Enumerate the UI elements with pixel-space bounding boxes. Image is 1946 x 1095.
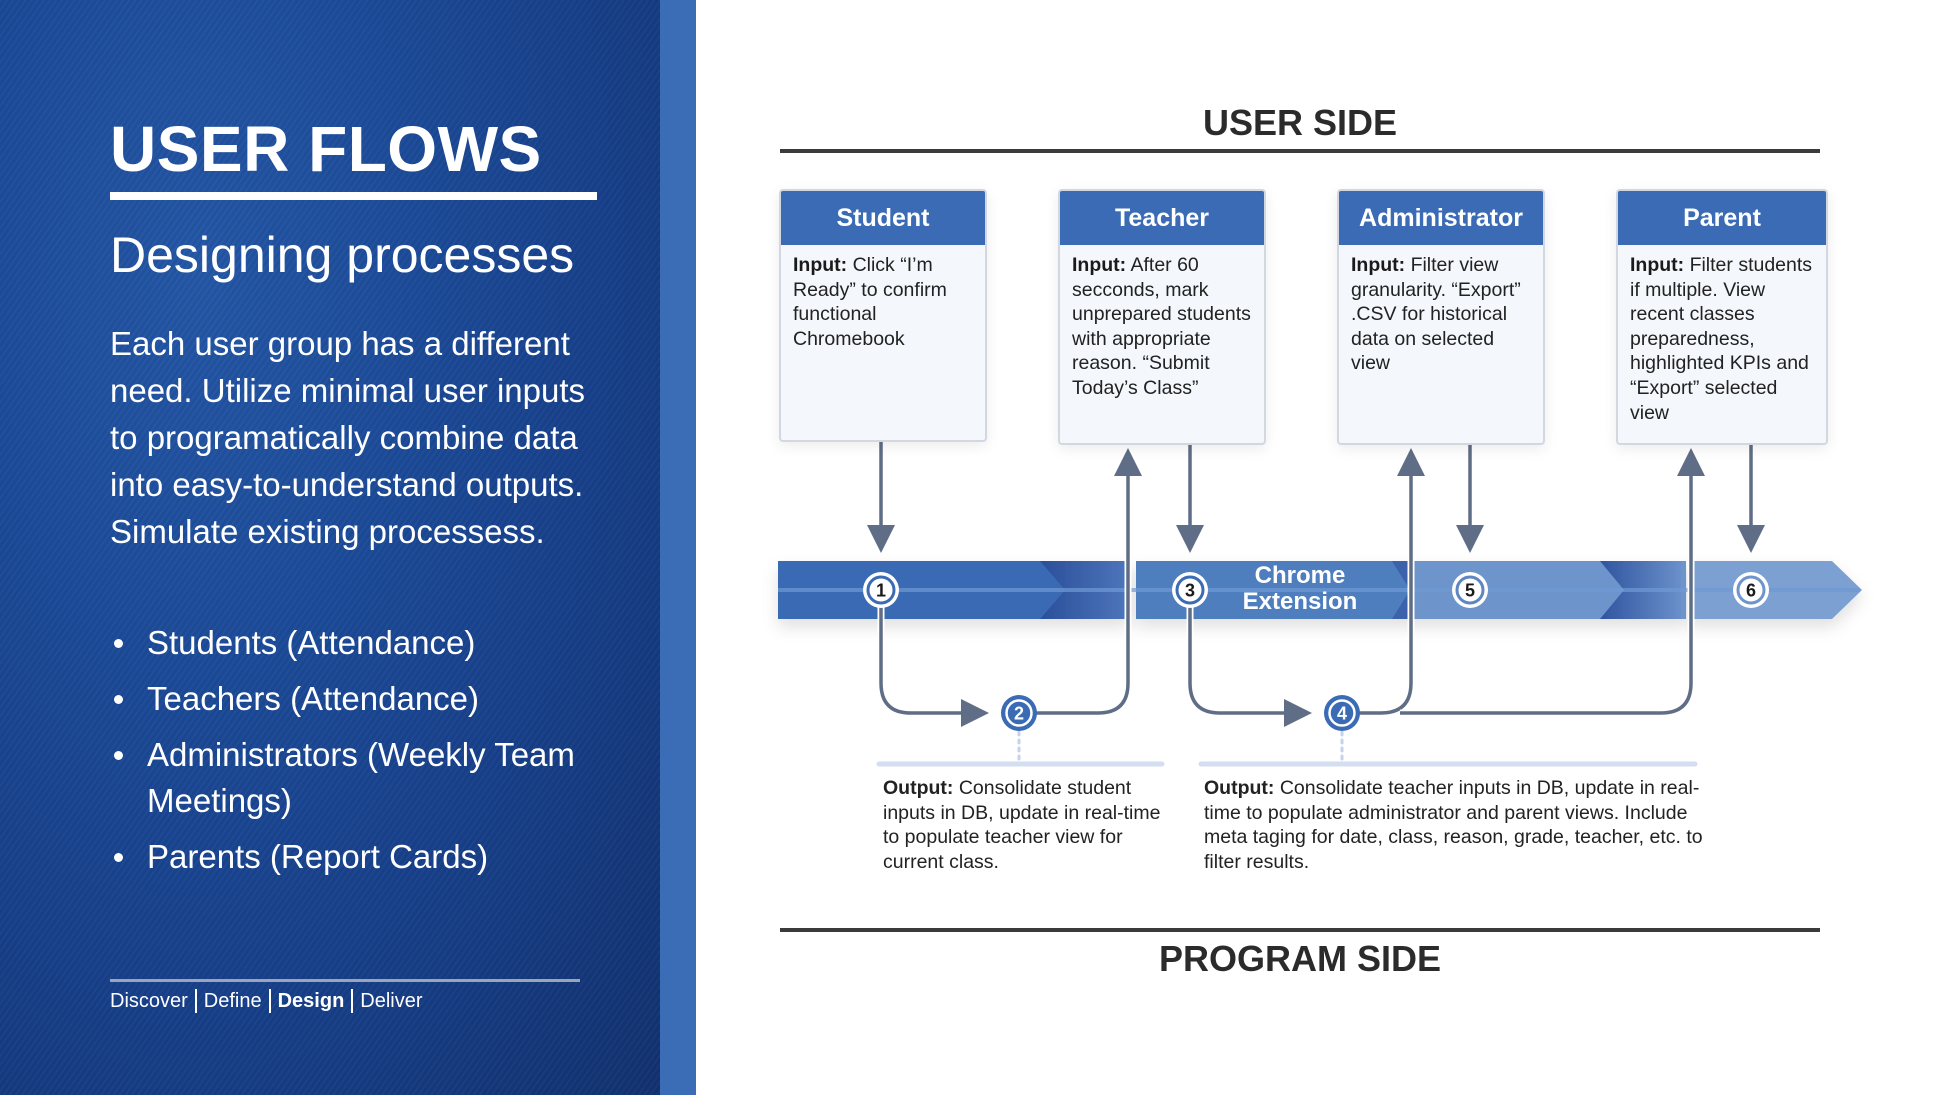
card-body: Input: Filter view granularity. “Export”… bbox=[1339, 245, 1543, 386]
card-input-text: Filter view granularity. “Export” .CSV f… bbox=[1351, 254, 1521, 375]
step-1-marker: 1 bbox=[863, 572, 899, 608]
list-item-label: Teachers (Attendance) bbox=[147, 680, 480, 717]
connector-4-to-parent-line bbox=[1400, 448, 1705, 715]
step-3-label: 3 bbox=[1185, 581, 1195, 601]
output-text: Consolidate student inputs in DB, update… bbox=[883, 777, 1161, 873]
accent-stripe bbox=[660, 0, 696, 1095]
card-title: Parent bbox=[1618, 191, 1826, 245]
breadcrumb-separator bbox=[194, 989, 197, 1013]
card-title: Administrator bbox=[1339, 191, 1543, 245]
page-subtitle: Designing processes bbox=[110, 227, 575, 283]
step-5-marker: 5 bbox=[1452, 572, 1488, 608]
bullet-icon bbox=[114, 639, 123, 648]
step-1-label: 1 bbox=[876, 581, 886, 601]
card-body: Input: Click “I’m Ready” to confirm func… bbox=[781, 245, 985, 361]
band-label-line-2: Extension bbox=[1242, 588, 1358, 615]
output-prefix: Output: bbox=[1204, 777, 1275, 799]
list-item: Teachers (Attendance) bbox=[110, 676, 630, 722]
step-3-marker: 3 bbox=[1172, 572, 1208, 608]
card-body: Input: Filter students if multiple. View… bbox=[1618, 245, 1826, 435]
step-6-label: 6 bbox=[1746, 581, 1756, 601]
footer-divider bbox=[110, 979, 580, 982]
connector-4-to-admin-line bbox=[1359, 448, 1425, 715]
card-parent: Parent Input: Filter students if multipl… bbox=[1616, 189, 1828, 445]
step-6-marker: 6 bbox=[1733, 572, 1769, 608]
connector-3-to-4 bbox=[1186, 604, 1305, 717]
user-side-heading: USER SIDE bbox=[1202, 102, 1398, 143]
process-breadcrumb: Discover Define Design Deliver bbox=[110, 989, 423, 1013]
step-2-marker: 2 bbox=[1001, 695, 1037, 731]
step-2-label: 2 bbox=[1014, 704, 1024, 724]
left-panel bbox=[0, 0, 660, 1095]
output-step-2: Output: Consolidate student inputs in DB… bbox=[883, 776, 1168, 874]
description: Each user group has a different need. Ut… bbox=[110, 325, 586, 550]
input-prefix: Input: bbox=[793, 254, 848, 276]
card-body: Input: After 60 secconds, mark unprepare… bbox=[1060, 245, 1264, 411]
connector-3-to-4-line bbox=[1188, 604, 1312, 727]
breadcrumb-design: Design bbox=[277, 989, 345, 1012]
card-input-text: Filter students if multiple. View recent… bbox=[1630, 254, 1813, 424]
card-input-text: Click “I’m Ready” to confirm functional … bbox=[793, 254, 947, 350]
list-item: Students (Attendance) bbox=[110, 620, 630, 666]
list-item-label: Parents (Report Cards) bbox=[147, 838, 489, 875]
step-4-label: 4 bbox=[1337, 704, 1347, 724]
input-prefix: Input: bbox=[1072, 254, 1127, 276]
page-title: USER FLOWS bbox=[110, 113, 542, 185]
program-side-heading: PROGRAM SIDE bbox=[1158, 938, 1442, 979]
step-4-marker: 4 bbox=[1324, 695, 1360, 731]
band-label-line-1: Chrome bbox=[1254, 562, 1346, 589]
breadcrumb-define: Define bbox=[203, 989, 262, 1012]
list-item-label: Administrators (Weekly Team Meetings) bbox=[147, 736, 575, 819]
list-item: Administrators (Weekly Team Meetings) bbox=[110, 732, 630, 824]
connector-2-to-teacher-line bbox=[1036, 448, 1142, 715]
list-item: Parents (Report Cards) bbox=[110, 834, 630, 880]
output-text: Consolidate teacher inputs in DB, update… bbox=[1204, 777, 1703, 873]
card-student: Student Input: Click “I’m Ready” to conf… bbox=[779, 189, 987, 442]
card-teacher: Teacher Input: After 60 secconds, mark u… bbox=[1058, 189, 1266, 445]
bullet-icon bbox=[114, 695, 123, 704]
card-input-text: After 60 secconds, mark unprepared stude… bbox=[1072, 254, 1251, 399]
connector-1-to-2 bbox=[877, 604, 982, 717]
user-side-rule bbox=[780, 149, 1820, 153]
breadcrumb-separator bbox=[351, 989, 354, 1013]
card-title: Student bbox=[781, 191, 985, 245]
bullet-icon bbox=[114, 853, 123, 862]
breadcrumb-deliver: Deliver bbox=[360, 989, 423, 1012]
input-prefix: Input: bbox=[1630, 254, 1685, 276]
output-step-4: Output: Consolidate teacher inputs in DB… bbox=[1204, 776, 1704, 874]
breadcrumb-discover: Discover bbox=[110, 989, 188, 1012]
card-title: Teacher bbox=[1060, 191, 1264, 245]
title-underline bbox=[110, 192, 597, 200]
output-prefix: Output: bbox=[883, 777, 954, 799]
card-administrator: Administrator Input: Filter view granula… bbox=[1337, 189, 1545, 445]
program-side-rule bbox=[780, 928, 1820, 932]
input-prefix: Input: bbox=[1351, 254, 1406, 276]
user-group-list: Students (Attendance) Teachers (Attendan… bbox=[110, 620, 630, 890]
list-item-label: Students (Attendance) bbox=[147, 624, 476, 661]
bullet-icon bbox=[114, 751, 123, 760]
step-5-label: 5 bbox=[1465, 581, 1475, 601]
breadcrumb-separator bbox=[268, 989, 271, 1013]
chrome-extension-label: Chrome Extension bbox=[1215, 563, 1385, 615]
connector-1-to-2-line bbox=[879, 604, 989, 727]
